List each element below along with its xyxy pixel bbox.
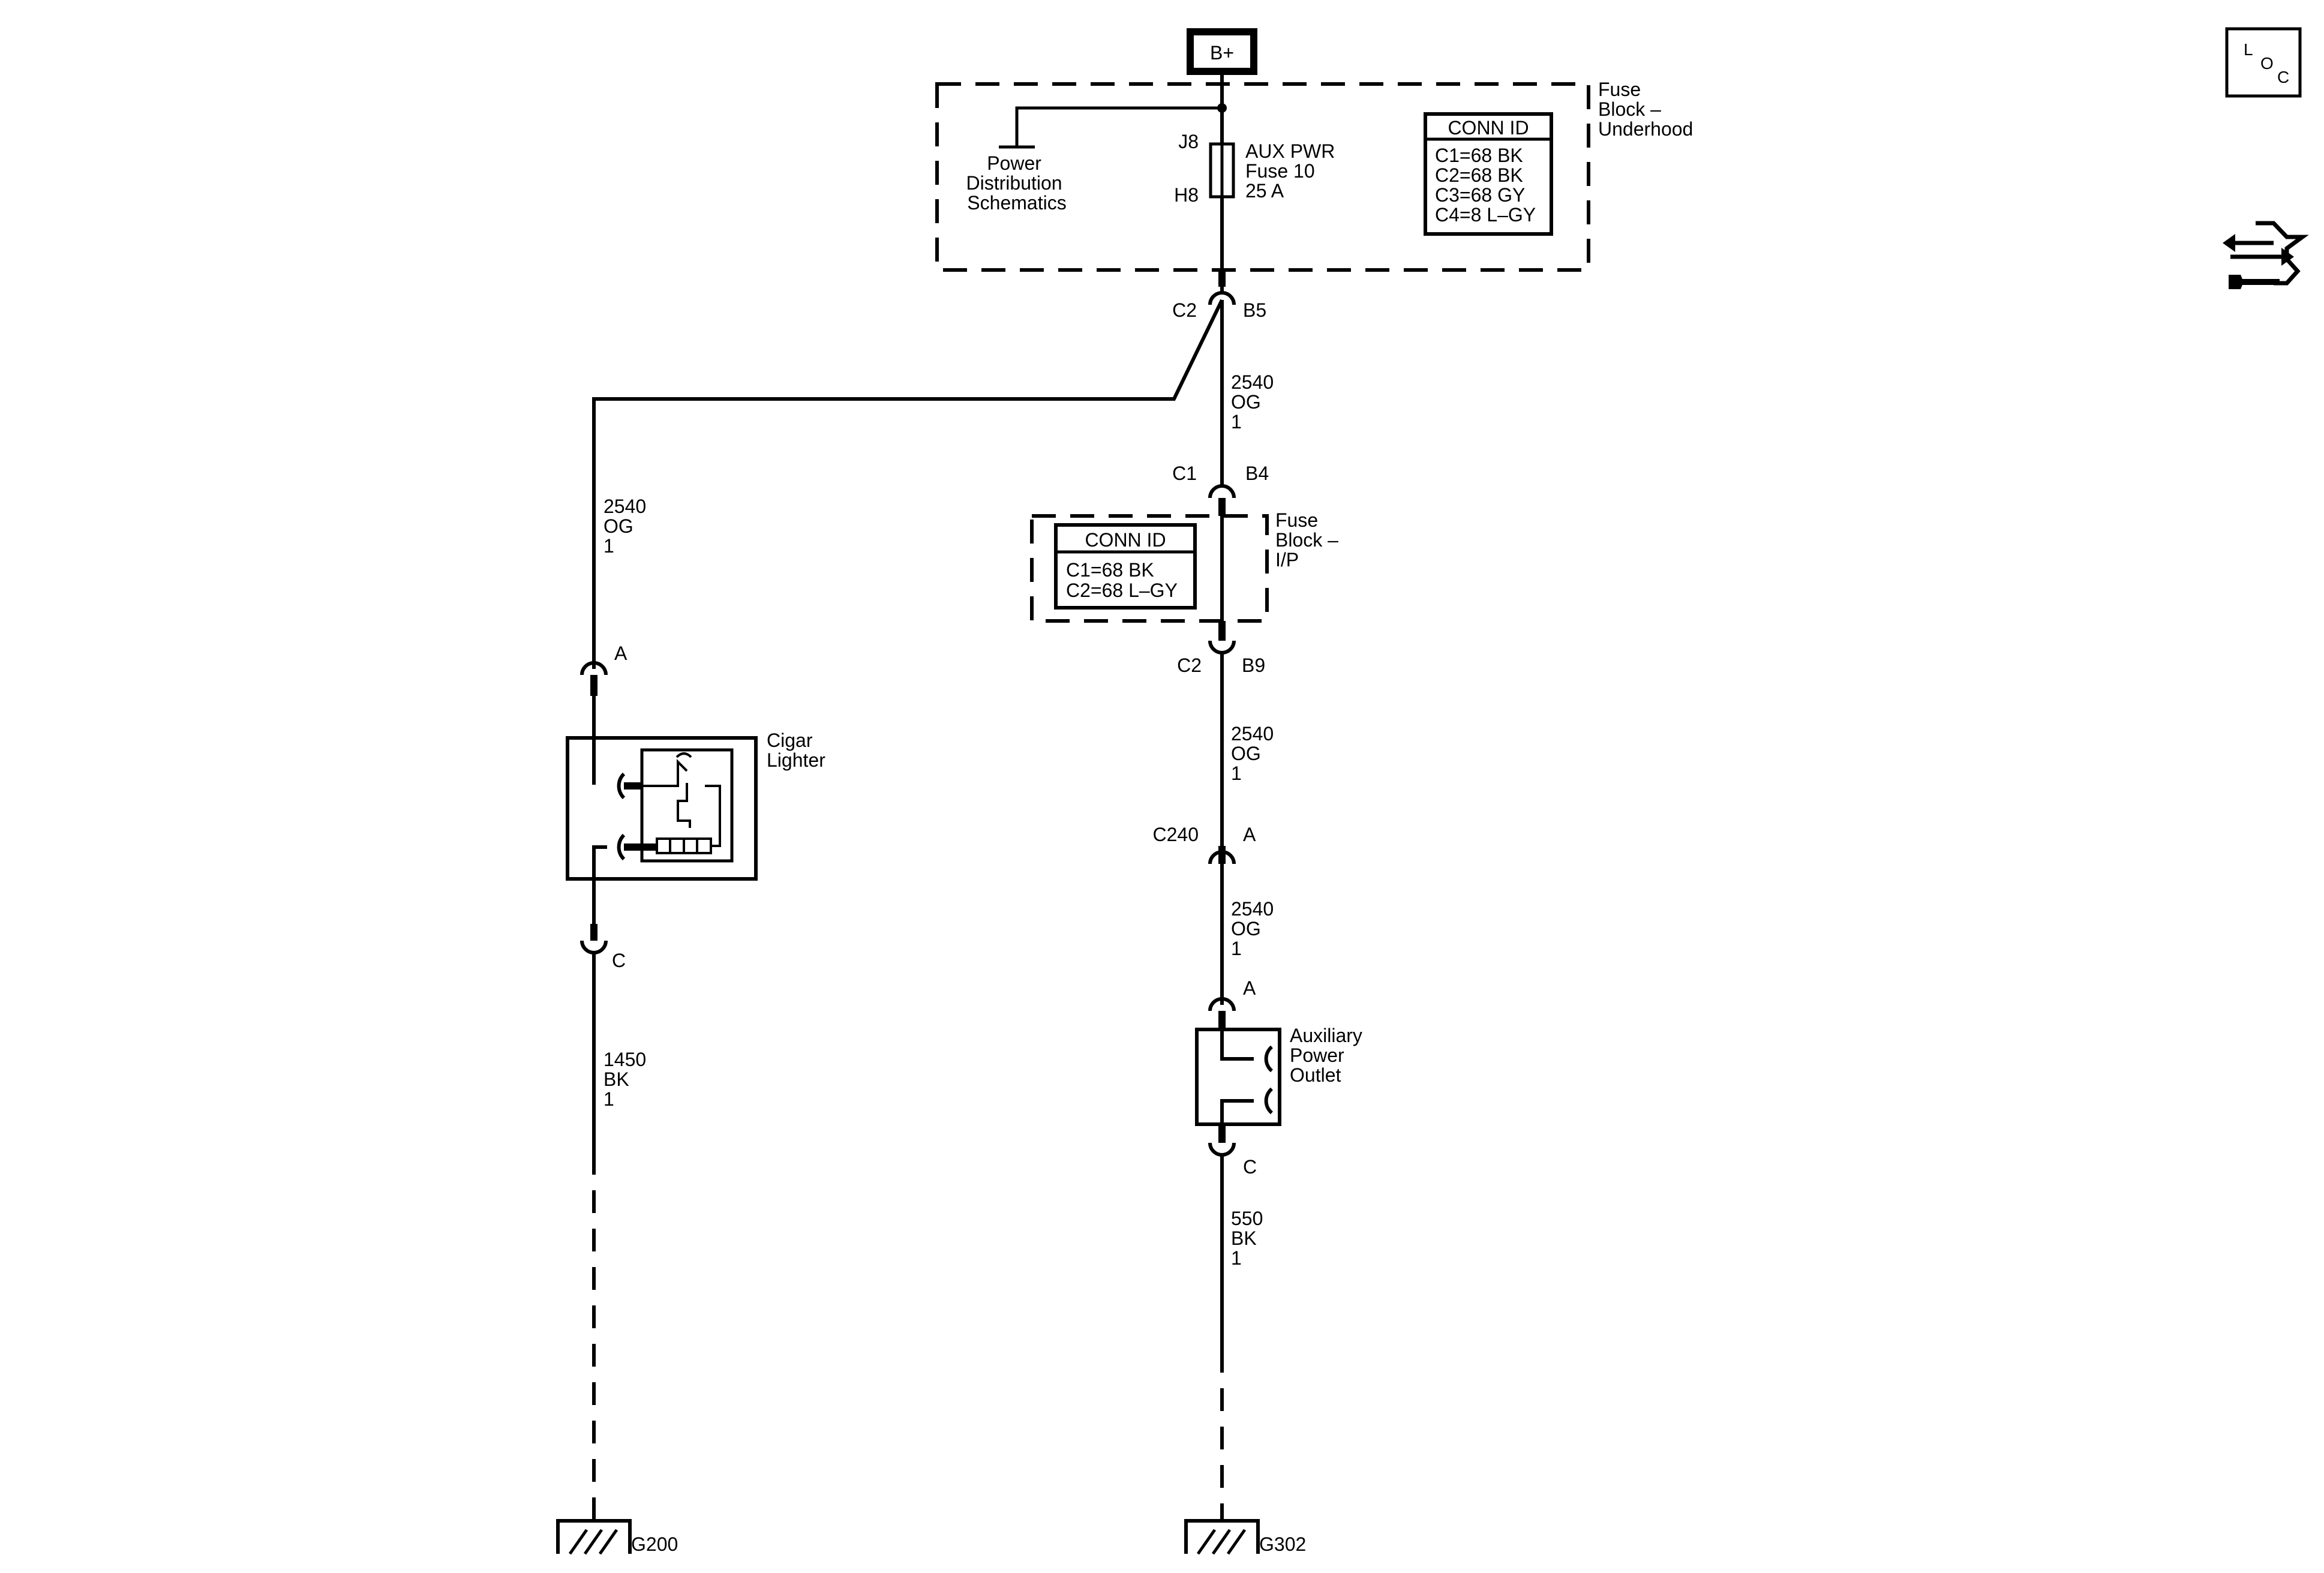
aux-outlet-pin-a-label: A	[1243, 977, 1256, 999]
underhood-conn-c2-label: C2	[1172, 299, 1197, 321]
ip-conn-id-table: CONN ID C1=68 BK C2=68 L–GY	[1054, 523, 1197, 610]
fuse-block-underhood-label: Fuse Block – Underhood	[1598, 79, 1693, 140]
aux-outlet-pin-a-connector	[1208, 997, 1236, 1011]
wire-label-left-upper: 2540 OG 1	[603, 496, 651, 557]
aux-outlet-label: Auxiliary Power Outlet	[1290, 1025, 1368, 1086]
wire-label-right-ground: 550 BK 1	[1231, 1208, 1268, 1269]
cigar-lighter-pin-c-label: C	[612, 950, 626, 971]
battery-terminal: B+	[1187, 28, 1257, 75]
inline-connector-c240	[1208, 846, 1236, 876]
feed-wire-to-cigar-lighter	[592, 299, 1224, 669]
loc-letter-o: O	[2260, 54, 2274, 73]
ip-conn-b4-label: B4	[1245, 463, 1269, 484]
loc-icon[interactable]: L O C	[2225, 27, 2302, 98]
fuse-block-ip-label: Fuse Block – I/P	[1275, 509, 1344, 571]
underhood-conn-b5-label: B5	[1243, 299, 1266, 321]
cigar-lighter: A C Cigar Lighter	[566, 643, 825, 971]
fuse-block-ip-outline	[1030, 514, 1269, 623]
aux-pwr-fuse-label: AUX PWR Fuse 10 25 A	[1245, 140, 1340, 202]
underhood-output-connector	[1208, 270, 1236, 305]
ground-symbol-g302: G302	[1184, 1519, 1306, 1555]
service-info-icon[interactable]	[2223, 221, 2309, 289]
aux-outlet-body	[1195, 1028, 1281, 1126]
aux-outlet-pin-c-label: C	[1243, 1156, 1257, 1178]
wire-label-left-ground: 1450 BK 1	[603, 1049, 651, 1110]
ip-conn-b9-label: B9	[1242, 655, 1265, 676]
ip-conn-c2-label: C2	[1177, 655, 1202, 676]
inline-connector-name: C240	[1153, 824, 1199, 845]
cigar-lighter-switch	[642, 759, 688, 787]
fuse-terminal-h8: H8	[1174, 184, 1199, 206]
underhood-conn-id-row: C1=68 BK	[1435, 145, 1523, 166]
ip-conn-id-row: C1=68 BK	[1066, 559, 1154, 581]
power-distribution-link[interactable]: Power Distribution Schematics	[966, 152, 1068, 214]
power-distribution-branch	[1015, 106, 1222, 147]
auxiliary-power-outlet: A C Auxiliary Power Outlet	[1195, 977, 1368, 1178]
fuse-block-ip: C1 B4 Fuse Block – I/P CONN ID C1=68 BK …	[1030, 463, 1344, 676]
fuse-block-underhood-outline	[935, 82, 1590, 272]
ground-symbol-g200: G200	[556, 1519, 678, 1555]
ground-g302-label: G302	[1259, 1533, 1306, 1555]
underhood-conn-id-title: CONN ID	[1448, 117, 1529, 139]
battery-label: B+	[1210, 42, 1234, 64]
fuse-terminal-j8: J8	[1178, 131, 1199, 152]
wire-label-right-upper: 2540 OG 1	[1231, 371, 1279, 433]
underhood-conn-id-table: CONN ID C1=68 BK C2=68 BK C3=68 GY C4=8 …	[1424, 112, 1553, 236]
ip-conn-id-title: CONN ID	[1085, 529, 1166, 551]
fuse-block-underhood: Fuse Block – Underhood Power Distributio…	[935, 79, 1693, 272]
ip-conn-id-row: C2=68 L–GY	[1066, 580, 1178, 601]
cigar-lighter-pin-a-connector	[580, 661, 608, 676]
underhood-conn-id-row: C3=68 GY	[1435, 184, 1525, 206]
underhood-conn-id-row: C2=68 BK	[1435, 164, 1523, 186]
loc-letter-l: L	[2244, 40, 2253, 59]
wire-label-right-mid: 2540 OG 1	[1231, 723, 1279, 784]
ground-g200-label: G200	[631, 1533, 678, 1555]
ip-conn-c1-label: C1	[1172, 463, 1197, 484]
cigar-lighter-pin-a-label: A	[614, 643, 627, 664]
inline-connector-pin: A	[1243, 824, 1256, 845]
loc-letter-c: C	[2277, 68, 2289, 86]
underhood-conn-id-row: C4=8 L–GY	[1435, 204, 1536, 226]
cigar-lighter-label: Cigar Lighter	[767, 730, 825, 771]
wire-label-right-lower: 2540 OG 1	[1231, 898, 1279, 959]
